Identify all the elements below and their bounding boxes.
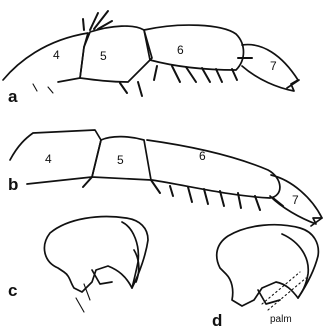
a-label-4: 4 — [53, 48, 60, 62]
a-spines — [33, 11, 252, 96]
panel-a: 4 5 6 7 a — [3, 11, 299, 106]
panel-b: 4 5 6 7 b — [8, 130, 322, 226]
a-label-7: 7 — [270, 59, 277, 73]
d-palm-annotation: palm — [270, 314, 292, 325]
a-label-6: 6 — [177, 43, 184, 57]
b-label-6: 6 — [199, 149, 206, 163]
panel-d: d palm — [212, 225, 318, 328]
b-segment-6 — [147, 140, 280, 198]
a-label-5: 5 — [100, 49, 107, 63]
d-dactyl — [282, 234, 308, 298]
panel-c: c — [8, 217, 148, 312]
b-panel-label: b — [8, 175, 18, 194]
b-spines — [83, 177, 283, 210]
b-label-7: 7 — [292, 193, 299, 207]
c-claw-outline — [44, 217, 148, 292]
d-claw-outline — [217, 225, 319, 306]
a-segment-4 — [3, 33, 88, 82]
a-segment-6 — [144, 25, 244, 70]
b-label-5: 5 — [117, 153, 124, 167]
d-palm-dotted-line — [262, 272, 300, 304]
b-label-4: 4 — [45, 152, 52, 166]
b-segment-4 — [10, 130, 101, 184]
c-panel-label: c — [8, 281, 17, 300]
a-segment-5 — [80, 26, 152, 82]
a-panel-label: a — [8, 87, 18, 106]
d-panel-label: d — [212, 311, 222, 328]
